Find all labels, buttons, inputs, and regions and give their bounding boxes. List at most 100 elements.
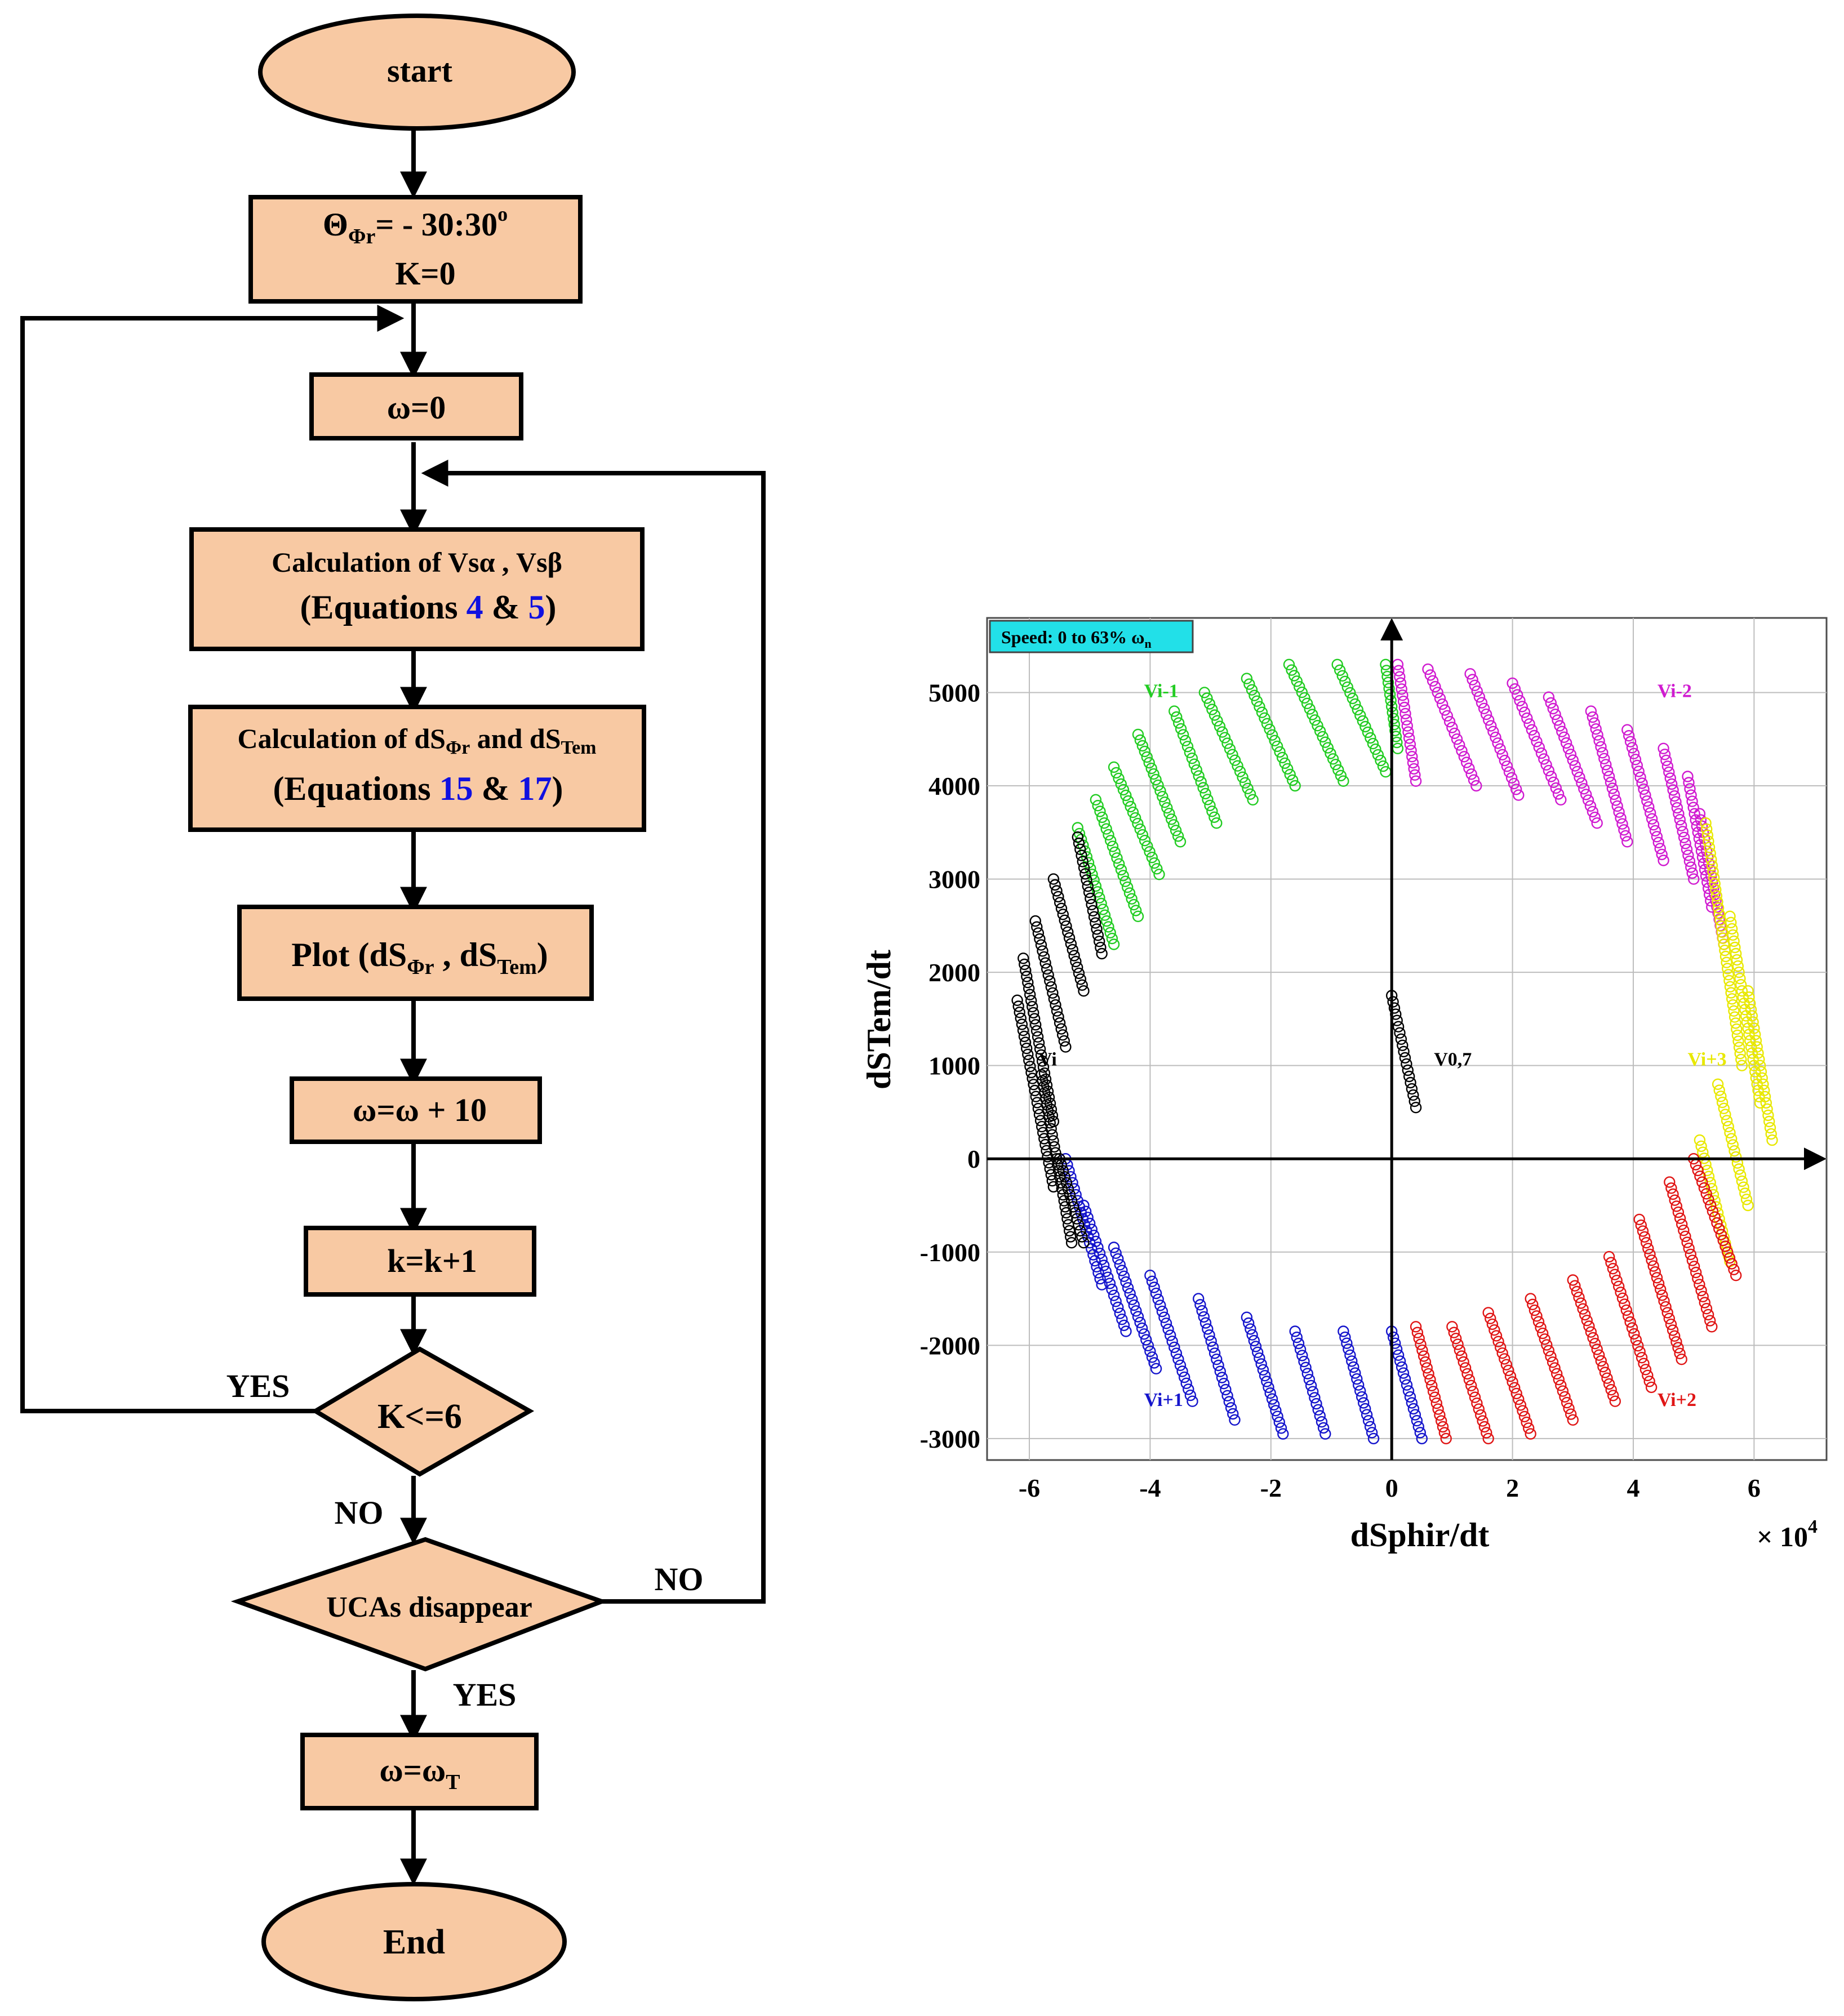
data-point <box>1750 1035 1762 1047</box>
data-point <box>1724 1127 1736 1139</box>
data-point <box>1580 789 1592 800</box>
data-point <box>1170 825 1182 836</box>
data-point <box>1702 1309 1714 1321</box>
data-point <box>1232 760 1243 772</box>
data-point <box>1018 1030 1030 1043</box>
data-point <box>1060 1207 1072 1219</box>
data-point <box>1094 892 1105 904</box>
data-point <box>1248 1334 1260 1347</box>
data-point <box>1140 1334 1152 1346</box>
data-point <box>1038 1087 1051 1099</box>
data-point <box>1062 926 1074 938</box>
data-point <box>1440 1432 1452 1445</box>
data-point <box>1330 758 1341 771</box>
data-point <box>1411 1414 1423 1427</box>
data-point <box>1624 736 1637 747</box>
data-point <box>1144 845 1156 858</box>
data-point <box>1686 1254 1699 1266</box>
data-point <box>1276 751 1288 764</box>
data-point <box>1012 1000 1024 1012</box>
data-point <box>1683 855 1696 867</box>
data-point <box>1723 1252 1736 1264</box>
data-point <box>1591 817 1603 829</box>
data-point <box>1685 1248 1697 1261</box>
data-point <box>1031 921 1043 933</box>
data-point <box>1716 1096 1729 1109</box>
data-point <box>1091 923 1103 935</box>
data-point <box>1281 763 1294 775</box>
calc-ds-box <box>188 705 646 832</box>
data-point <box>1664 1176 1676 1188</box>
data-point <box>1718 938 1730 950</box>
data-point <box>1587 711 1599 723</box>
data-point <box>1745 1004 1757 1016</box>
data-point <box>1310 1398 1322 1410</box>
data-point <box>1038 1081 1050 1093</box>
data-point <box>1388 1002 1401 1014</box>
start-node <box>258 14 576 131</box>
data-point <box>1600 759 1612 771</box>
data-point <box>1047 1135 1059 1147</box>
data-point <box>1091 886 1104 898</box>
data-point <box>1117 784 1130 796</box>
data-point <box>1050 999 1061 1011</box>
data-point <box>1199 787 1211 800</box>
data-point <box>1469 1391 1481 1403</box>
data-point <box>1307 1386 1319 1398</box>
data-point <box>1726 1258 1738 1270</box>
data-point <box>1408 1095 1420 1107</box>
data-point <box>1035 939 1047 951</box>
data-point <box>1367 737 1379 750</box>
data-point <box>1654 1283 1667 1296</box>
data-point <box>1559 1391 1571 1403</box>
data-point <box>1563 1403 1575 1414</box>
data-point <box>1292 1337 1305 1350</box>
data-point <box>1063 1225 1076 1237</box>
data-point <box>1130 1305 1142 1317</box>
data-point <box>1585 705 1597 717</box>
data-point <box>1468 774 1480 786</box>
data-point <box>1319 736 1331 748</box>
data-point <box>1046 1129 1058 1141</box>
data-point <box>1632 1339 1644 1352</box>
data-point <box>1289 1325 1301 1337</box>
data-point <box>1405 1076 1416 1089</box>
x-tick-label: 6 <box>1748 1474 1761 1502</box>
data-point <box>1672 1206 1685 1218</box>
data-point <box>1349 698 1361 710</box>
uca-no-label: NO <box>655 1561 704 1597</box>
loop-no-back <box>421 460 766 1604</box>
data-point <box>1557 1385 1569 1397</box>
data-point <box>1578 783 1590 795</box>
data-point <box>1504 1370 1517 1382</box>
data-point <box>1269 735 1281 747</box>
data-point <box>1676 1353 1687 1365</box>
data-point <box>1289 780 1301 792</box>
data-point <box>1562 742 1575 755</box>
data-point <box>1681 843 1693 856</box>
data-point <box>1591 1343 1603 1355</box>
data-point <box>1569 760 1581 772</box>
data-point <box>1674 813 1686 826</box>
series-label: V0,7 <box>1434 1049 1472 1070</box>
data-point <box>1448 727 1460 740</box>
data-point <box>1300 1361 1312 1374</box>
data-point <box>1601 764 1614 777</box>
data-point <box>1672 1342 1684 1354</box>
data-point <box>1721 1246 1734 1258</box>
data-point <box>1709 1211 1721 1223</box>
data-point <box>1678 1224 1690 1236</box>
data-point <box>1057 1165 1069 1177</box>
data-point <box>1424 1374 1436 1386</box>
data-point <box>1454 1344 1466 1356</box>
data-point <box>1710 894 1722 907</box>
data-point <box>1070 955 1082 968</box>
data-point <box>1274 746 1286 758</box>
data-point <box>1096 947 1108 960</box>
data-point <box>1711 901 1723 913</box>
x-tick-label: -4 <box>1139 1474 1161 1502</box>
data-point <box>1684 783 1696 795</box>
data-point <box>1646 1254 1658 1266</box>
data-point <box>1732 960 1744 972</box>
